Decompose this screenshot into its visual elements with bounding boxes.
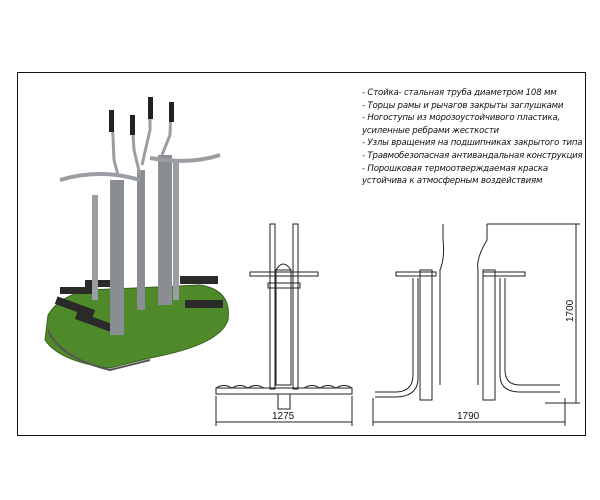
spec-line: - Порошковая термоотверждаемая краска	[362, 163, 548, 174]
spec-line: усиленные ребрами жесткости	[362, 125, 499, 136]
spec-line: - Ногоступы из морозоустойчивого пластик…	[362, 113, 561, 124]
spec-line: - Торцы рамы и рычагов закрыты заглушкам…	[362, 100, 564, 111]
spec-list: - Стойка- стальная труба диаметром 108 м…	[362, 87, 587, 188]
spec-line: - Узлы вращения на подшипниках закрытого…	[362, 138, 583, 149]
dimension-side-length: 1790	[457, 411, 480, 422]
dimension-height: 1700	[565, 299, 576, 322]
product-render	[44, 97, 229, 372]
spec-line: устойчива к атмосферным воздействиям	[362, 176, 543, 187]
spec-line: - Стойка- стальная труба диаметром 108 м…	[362, 88, 557, 98]
front-view-drawing	[215, 223, 353, 426]
side-view-drawing	[372, 223, 580, 426]
dimension-front-width: 1275	[272, 411, 295, 422]
drawing-frame	[17, 72, 586, 436]
spec-line: - Травмобезопасная антивандальная констр…	[362, 150, 583, 161]
